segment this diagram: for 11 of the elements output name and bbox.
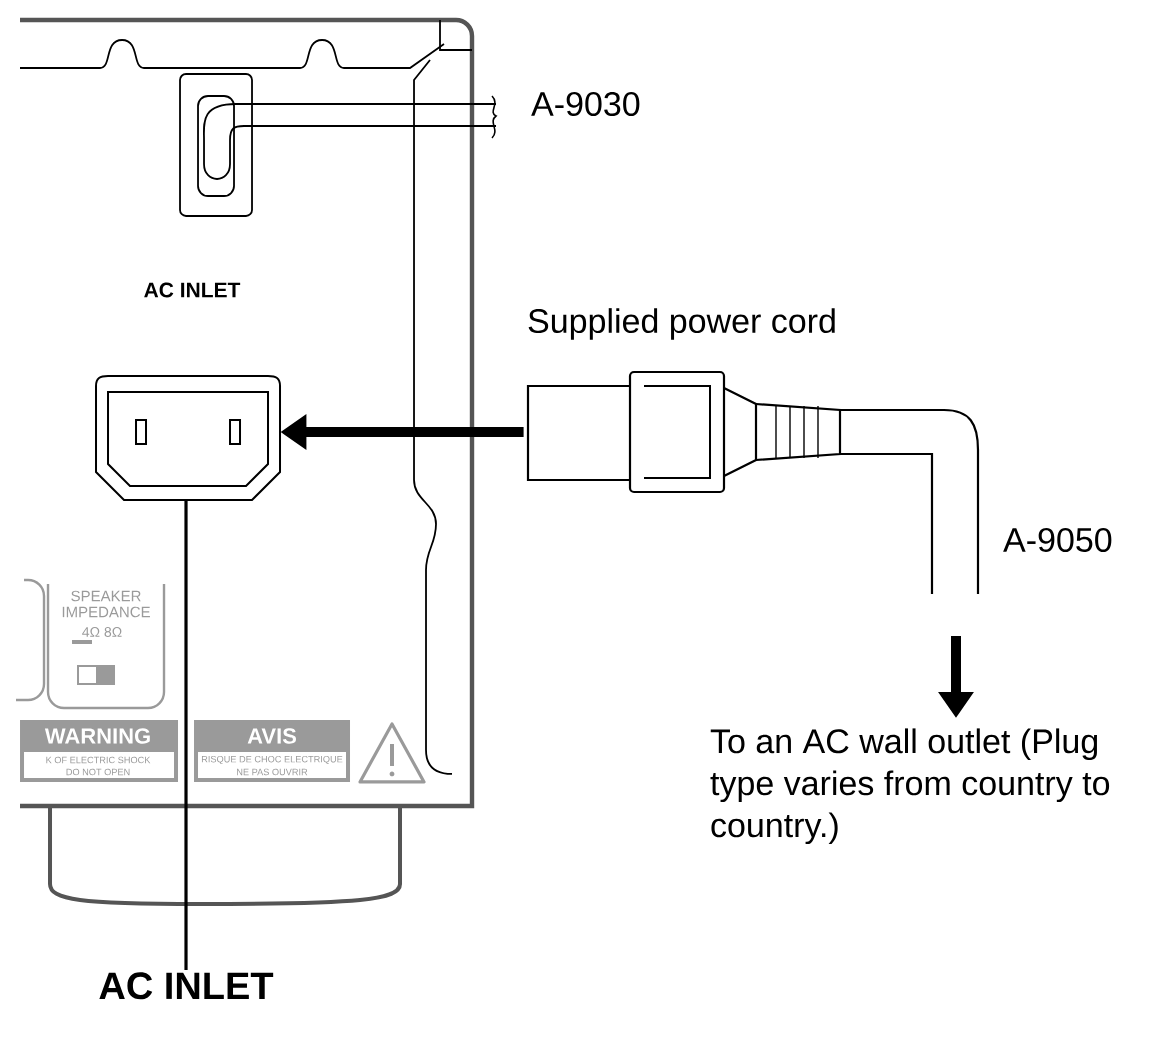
- warning-label: AVIS: [247, 728, 296, 744]
- part-label: Supplied power cord: [528, 308, 835, 340]
- callout-label: AC INLET: [99, 972, 274, 1000]
- panel-label: AC INLET: [144, 282, 241, 298]
- part-number: A-9050: [1003, 527, 1112, 553]
- inlet-socket: [95, 375, 281, 501]
- leader-line: [184, 500, 188, 970]
- plug-drawing: [526, 370, 980, 594]
- note-text: To an AC wall outlet (Plug type varies from country to country.): [710, 728, 1110, 845]
- warning-label: WARNING: [44, 728, 150, 744]
- part-number: A-9030: [531, 91, 640, 117]
